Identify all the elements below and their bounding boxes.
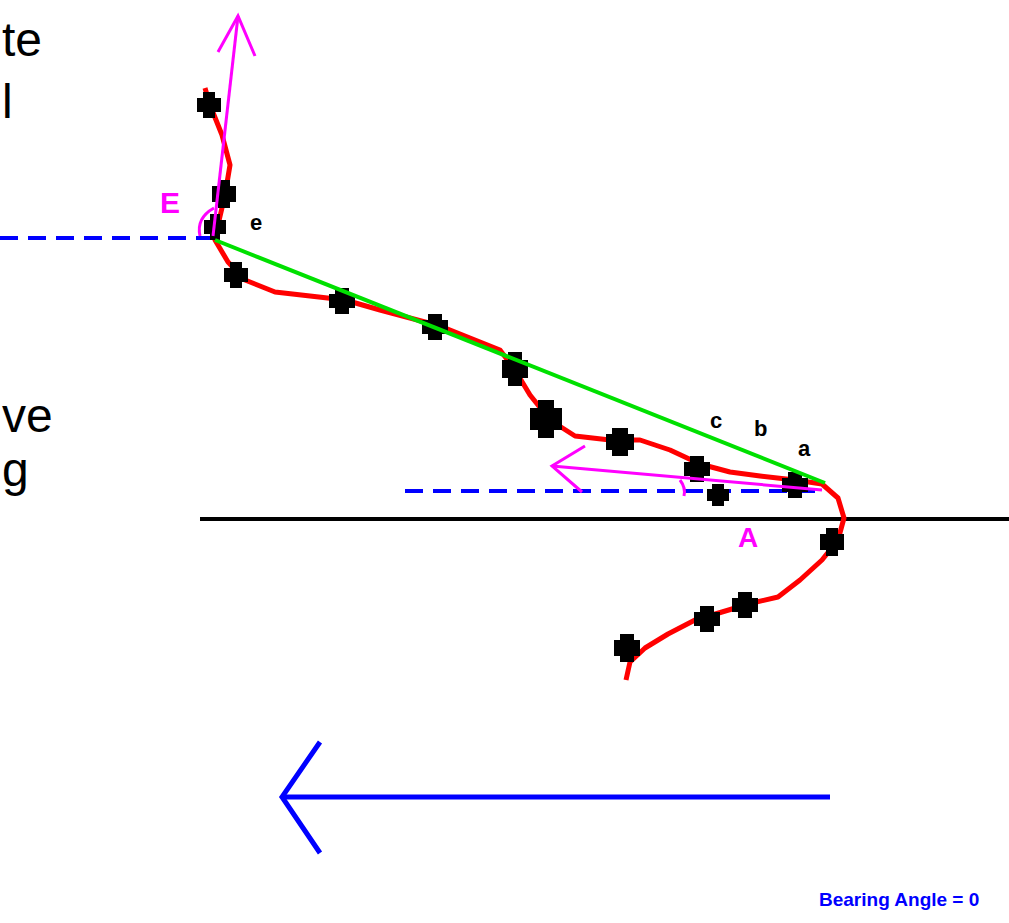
slide-text-fragment: l <box>2 78 13 126</box>
bearing-caption: Bearing Angle = 0 <box>819 890 979 909</box>
slide-text-fragment: te <box>2 16 42 64</box>
point-label: c <box>710 410 722 432</box>
heading-arrow-a <box>552 446 822 496</box>
angle-label: E <box>160 188 180 218</box>
bearing-arrow <box>282 742 830 853</box>
dashed-horizontal <box>0 236 216 240</box>
worm-track <box>205 88 844 680</box>
worm-body-blobs <box>197 92 844 662</box>
dashed-horizontal <box>405 489 822 493</box>
heading-arrow-e <box>199 16 255 236</box>
angle-label: A <box>738 524 758 552</box>
point-label: e <box>250 212 262 234</box>
reference-line <box>200 517 1009 521</box>
chord-line <box>215 240 825 483</box>
point-label: a <box>798 438 810 460</box>
slide-text-fragment: g <box>2 446 29 494</box>
point-label: b <box>754 418 767 440</box>
slide-text-fragment: ve <box>2 392 53 440</box>
